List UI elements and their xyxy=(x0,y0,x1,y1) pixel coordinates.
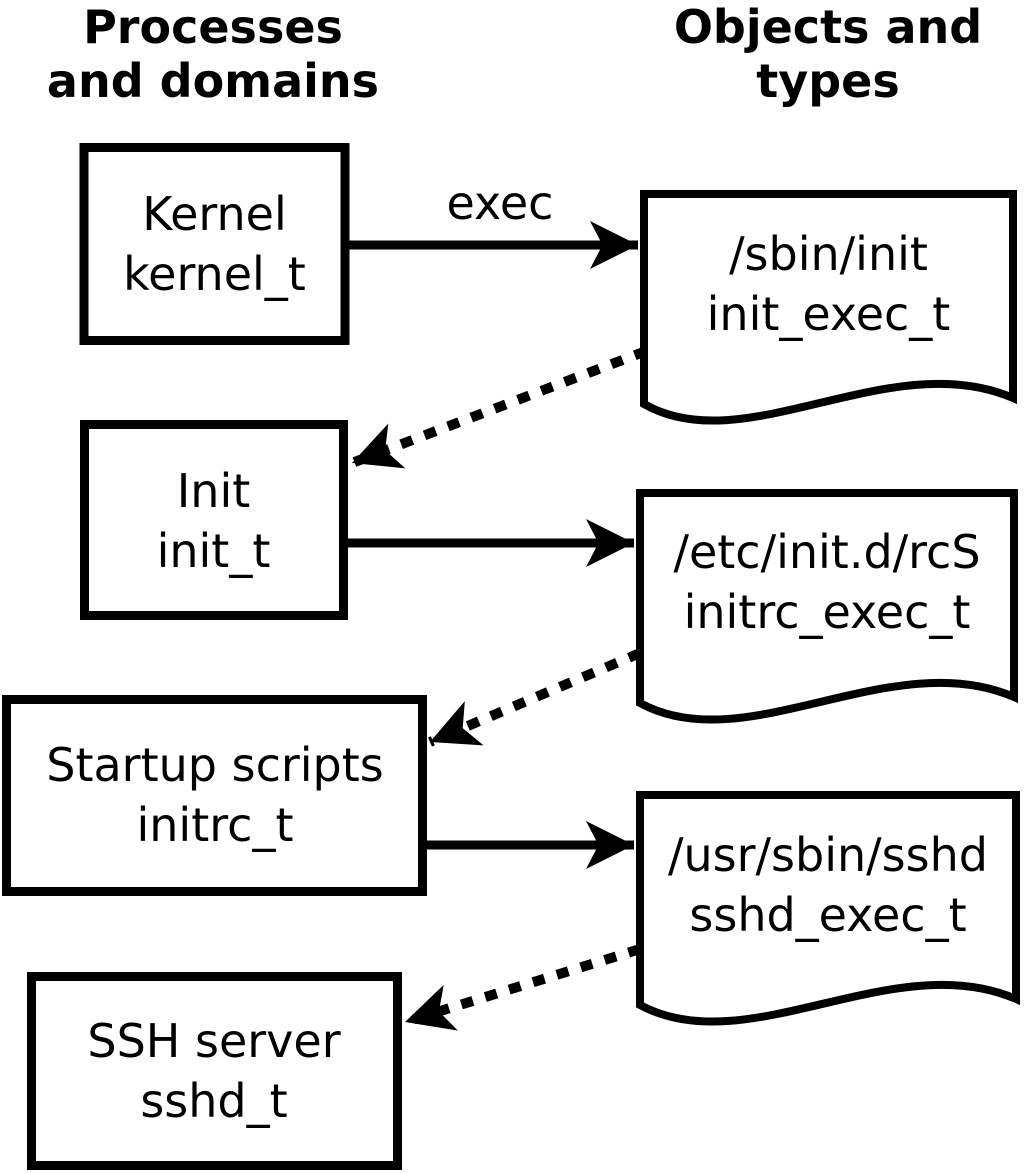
edge-label-exec: exec xyxy=(446,176,554,230)
process-node-label-init: Init init_t xyxy=(84,425,343,616)
object-node-label-etc-initd-rcs: /etc/init.d/rcS initrc_exec_t xyxy=(640,498,1014,666)
object-path: /sbin/init xyxy=(729,227,928,281)
column-header-objects-and-types: Objects and types xyxy=(622,0,1024,108)
process-box-ssh-server xyxy=(27,972,402,1170)
process-type: sshd_t xyxy=(140,1073,288,1128)
object-path: /usr/sbin/sshd xyxy=(668,828,988,882)
process-box-startup-scripts xyxy=(2,695,427,896)
object-type: initrc_exec_t xyxy=(683,585,971,639)
column-header-processes-and-domains: Processes and domains xyxy=(13,0,413,108)
object-node-label-usr-sbin-sshd: /usr/sbin/sshd sshd_exec_t xyxy=(640,801,1016,969)
header-line: types xyxy=(756,54,900,108)
process-box-init xyxy=(80,420,348,620)
header-line: and domains xyxy=(46,54,380,108)
process-box-kernel xyxy=(79,143,350,345)
object-node-label-sbin-init: /sbin/init init_exec_t xyxy=(644,200,1013,368)
process-name: Kernel xyxy=(142,186,287,241)
dotted-arrow-etc-initd-rcs-to-startup-scripts xyxy=(428,648,642,747)
dotted-arrow-sbin-init-to-init xyxy=(350,346,648,469)
header-line: Processes xyxy=(83,0,343,54)
header-line: Objects and xyxy=(673,0,983,54)
process-type: kernel_t xyxy=(123,246,306,301)
object-type: init_exec_t xyxy=(706,287,951,341)
dotted-arrow-usr-sbin-sshd-to-ssh-server xyxy=(403,944,642,1031)
document-shape-etc-initd-rcs xyxy=(636,489,1018,724)
process-type: initrc_t xyxy=(136,798,294,852)
process-name: Startup scripts xyxy=(46,738,384,792)
process-node-label-startup-scripts: Startup scripts initrc_t xyxy=(7,699,423,891)
document-shape-sbin-init xyxy=(640,190,1017,425)
process-type: init_t xyxy=(156,523,271,578)
document-shape-usr-sbin-sshd xyxy=(636,791,1020,1026)
process-name: Init xyxy=(176,463,251,518)
process-node-label-ssh-server: SSH server sshd_t xyxy=(31,976,397,1165)
object-type: sshd_exec_t xyxy=(689,888,967,942)
process-name: SSH server xyxy=(87,1013,341,1068)
process-node-label-kernel: Kernel kernel_t xyxy=(84,147,345,340)
object-path: /etc/init.d/rcS xyxy=(673,525,981,579)
